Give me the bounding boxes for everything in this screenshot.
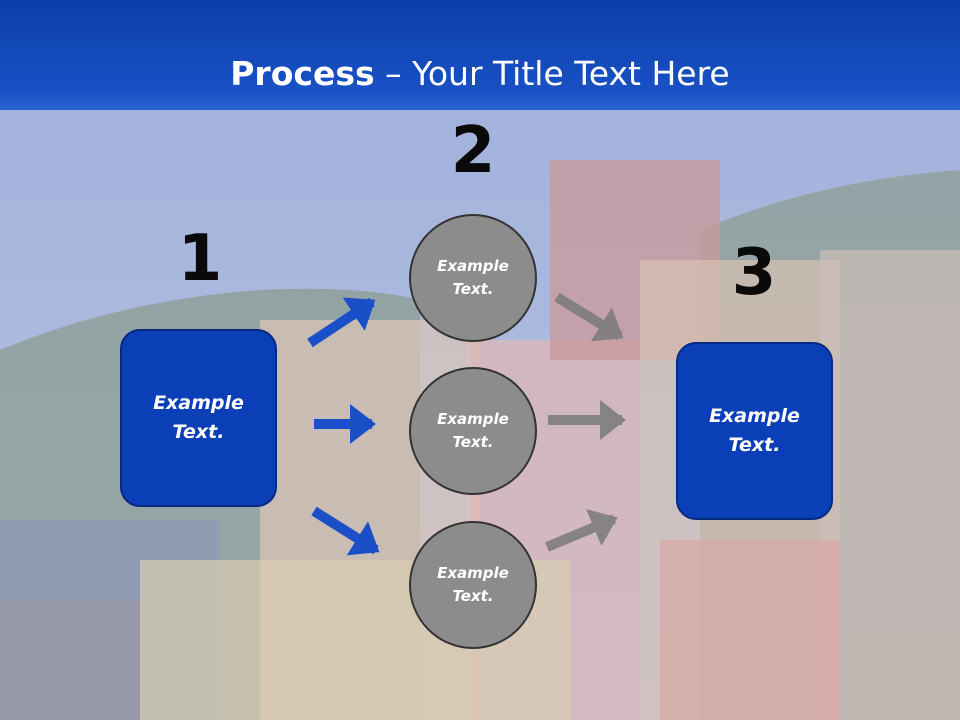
title-bold: Process: [230, 54, 375, 93]
step-number-2: 2: [450, 114, 496, 188]
circle-text-line2: Text.: [452, 280, 494, 298]
arrow-icon: [554, 292, 624, 342]
circle-text-line1: Example: [437, 410, 509, 428]
step-number-1: 1: [177, 222, 223, 296]
circle-text-line2: Text.: [452, 433, 494, 451]
box-text-line2: Text.: [728, 434, 781, 456]
title-bar: [0, 0, 960, 110]
circle-text-line2: Text.: [452, 587, 494, 605]
circle-text-line1: Example: [437, 564, 509, 582]
arrow-icon: [307, 297, 376, 348]
box-text-line2: Text.: [172, 421, 225, 443]
circle-text-line1: Example: [437, 257, 509, 275]
title-rest: – Your Title Text Here: [374, 54, 730, 93]
box-text-line1: Example: [153, 392, 244, 414]
arrow-icon: [545, 509, 618, 552]
box-text-line1: Example: [709, 405, 800, 427]
slide-title: Process – Your Title Text Here: [0, 54, 960, 94]
step-number-3: 3: [731, 236, 777, 310]
arrow-icon: [311, 506, 380, 556]
